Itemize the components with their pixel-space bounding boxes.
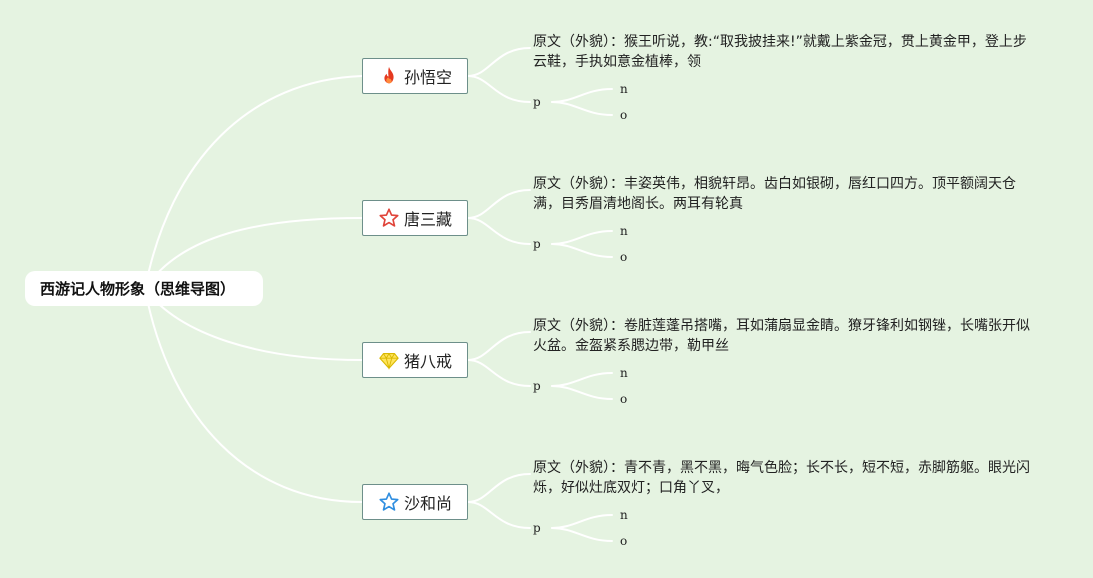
branch-sunwukong[interactable]: 孙悟空	[362, 58, 468, 94]
connector-root-sunwukong	[144, 75, 363, 290]
connector-b1-desc	[467, 47, 531, 77]
leaf-node-o[interactable]: o	[620, 250, 628, 264]
connector-b2-desc	[467, 189, 531, 219]
branch-label: 猪八戒	[403, 352, 452, 371]
leaf-node-p[interactable]: p	[533, 237, 541, 251]
connector-b3-p	[467, 359, 531, 387]
connector-b1-p	[467, 75, 531, 103]
connector-b4-n	[551, 514, 613, 529]
connector-b4-o	[551, 527, 613, 542]
connector-b3-desc	[467, 331, 531, 361]
branch-zhubajie[interactable]: 猪八戒	[362, 342, 468, 378]
description-text[interactable]: 原文（外貌）：卷脏莲蓬吊搭嘴，耳如蒲扇显金睛。獠牙锋利如钢锉，长嘴张开似火盆。金…	[533, 318, 1030, 354]
star-outline-red-icon	[378, 207, 400, 229]
leaf-node-o[interactable]: o	[620, 392, 628, 406]
branch-label: 沙和尚	[403, 494, 452, 513]
connector-b2-o	[551, 243, 613, 258]
connector-b1-o	[551, 101, 613, 116]
branch-label: 唐三藏	[403, 210, 452, 229]
leaf-node-p[interactable]: p	[533, 379, 541, 393]
leaf-node-n[interactable]: n	[620, 82, 628, 96]
connector-b4-p	[467, 501, 531, 529]
root-topic[interactable]: 西游记人物形象（思维导图）	[25, 271, 263, 306]
branch-shaheshang[interactable]: 沙和尚	[362, 484, 468, 520]
leaf-node-o[interactable]: o	[620, 108, 628, 122]
connector-b2-p	[467, 217, 531, 245]
description-text[interactable]: 原文（外貌）：丰姿英伟，相貌轩昂。齿白如银砌，唇红口四方。顶平额阔天仓满，目秀眉…	[533, 176, 1016, 212]
connector-b3-n	[551, 372, 613, 387]
leaf-node-n[interactable]: n	[620, 366, 628, 380]
leaf-node-p[interactable]: p	[533, 521, 541, 535]
star-outline-blue-icon	[378, 491, 400, 513]
description-text[interactable]: 原文（外貌）：猴王听说，教:“取我披挂来!”就戴上紫金冠，贯上黄金甲，登上步云鞋…	[533, 34, 1027, 70]
connector-b4-desc	[467, 473, 531, 503]
connector-root-shaheshang	[144, 288, 363, 503]
connector-b1-n	[551, 88, 613, 103]
leaf-node-p[interactable]: p	[533, 95, 541, 109]
description-text[interactable]: 原文（外貌）：青不青，黑不黑，晦气色脸；长不长，短不短，赤脚筋躯。眼光闪烁，好似…	[533, 460, 1030, 496]
fire-icon	[378, 65, 400, 87]
connector-b3-o	[551, 385, 613, 400]
connector-b2-n	[551, 230, 613, 245]
leaf-node-n[interactable]: n	[620, 224, 628, 238]
leaf-node-o[interactable]: o	[620, 534, 628, 548]
root-topic-label: 西游记人物形象（思维导图）	[40, 280, 236, 298]
branch-label: 孙悟空	[403, 68, 452, 87]
branch-tangsanzang[interactable]: 唐三藏	[362, 200, 468, 236]
diamond-icon	[378, 349, 400, 371]
leaf-node-n[interactable]: n	[620, 508, 628, 522]
